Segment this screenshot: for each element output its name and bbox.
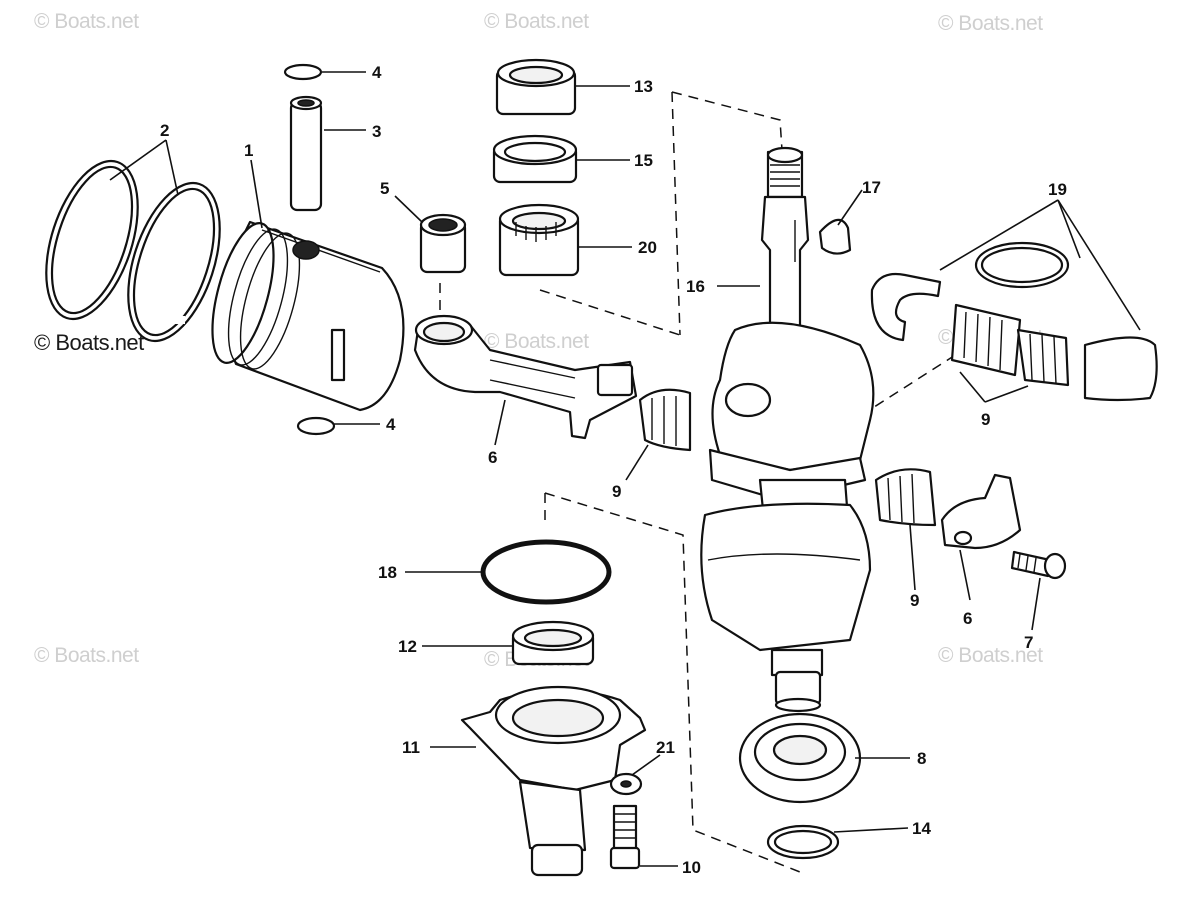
- callout-19: 19: [1048, 180, 1067, 199]
- watermark: © Boats.net: [34, 330, 144, 355]
- assembly-lines: [439, 91, 961, 873]
- callout-6-cap: 6: [963, 609, 972, 628]
- callout-18: 18: [378, 563, 397, 582]
- callout-3: 3: [372, 122, 381, 141]
- crankshaft: [700, 146, 875, 713]
- snap-ring: [766, 824, 840, 860]
- lower-bearing-housing: [460, 685, 647, 877]
- watermark: © Boats.net: [484, 330, 589, 353]
- callout-2: 2: [160, 121, 169, 140]
- watermark: © Boats.net: [938, 12, 1043, 35]
- watermark: © Boats.net: [34, 644, 139, 667]
- piston-rings: [45, 159, 221, 343]
- callout-8: 8: [917, 749, 926, 768]
- callout-9-right: 9: [981, 410, 990, 429]
- callout-4-top: 4: [372, 63, 382, 82]
- callout-4-bottom: 4: [386, 415, 396, 434]
- callout-7: 7: [1024, 633, 1033, 652]
- leader-lines: [109, 71, 1141, 867]
- watermark: © Boats.net: [938, 644, 1043, 667]
- o-ring: [480, 539, 612, 605]
- needle-cages: [638, 303, 1070, 527]
- connecting-rod: [413, 314, 638, 440]
- callout-1: 1: [244, 141, 253, 160]
- bearing-retainer-set: [870, 241, 1158, 402]
- callout-14: 14: [912, 819, 931, 838]
- oil-seal-15: [492, 134, 578, 184]
- upper-bearing-13: [495, 58, 577, 116]
- callout-10: 10: [682, 858, 701, 877]
- piston: [211, 220, 405, 412]
- wrist-pin: [289, 95, 323, 212]
- ball-bearing: [738, 712, 862, 804]
- pin-retainers: [283, 63, 336, 436]
- callout-9-lower: 9: [910, 591, 919, 610]
- woodruff-key: [818, 218, 852, 255]
- callout-6-rod: 6: [488, 448, 497, 467]
- needle-bearing-small-end: [419, 213, 467, 274]
- rod-cap: [940, 473, 1022, 550]
- callout-20: 20: [638, 238, 657, 257]
- callout-5: 5: [380, 179, 389, 198]
- callout-13: 13: [634, 77, 653, 96]
- needle-bearing-20: [498, 203, 580, 277]
- callout-17: 17: [862, 178, 881, 197]
- watermark: © Boats.net: [484, 10, 589, 33]
- callout-labels: 1 2 3 4 4 5 6 6 7 8 9 9 9 10 11 12 13 14…: [160, 63, 1067, 877]
- lower-seal: [511, 620, 595, 666]
- callout-15: 15: [634, 151, 653, 170]
- callout-11: 11: [402, 738, 420, 757]
- callout-21: 21: [656, 738, 675, 757]
- rod-cap-screw: [1010, 550, 1067, 580]
- callout-9-left: 9: [612, 482, 621, 501]
- callout-12: 12: [398, 637, 417, 656]
- bolt: [609, 804, 641, 870]
- watermark: © Boats.net: [34, 10, 139, 33]
- callout-16: 16: [686, 277, 705, 296]
- washer: [609, 772, 643, 796]
